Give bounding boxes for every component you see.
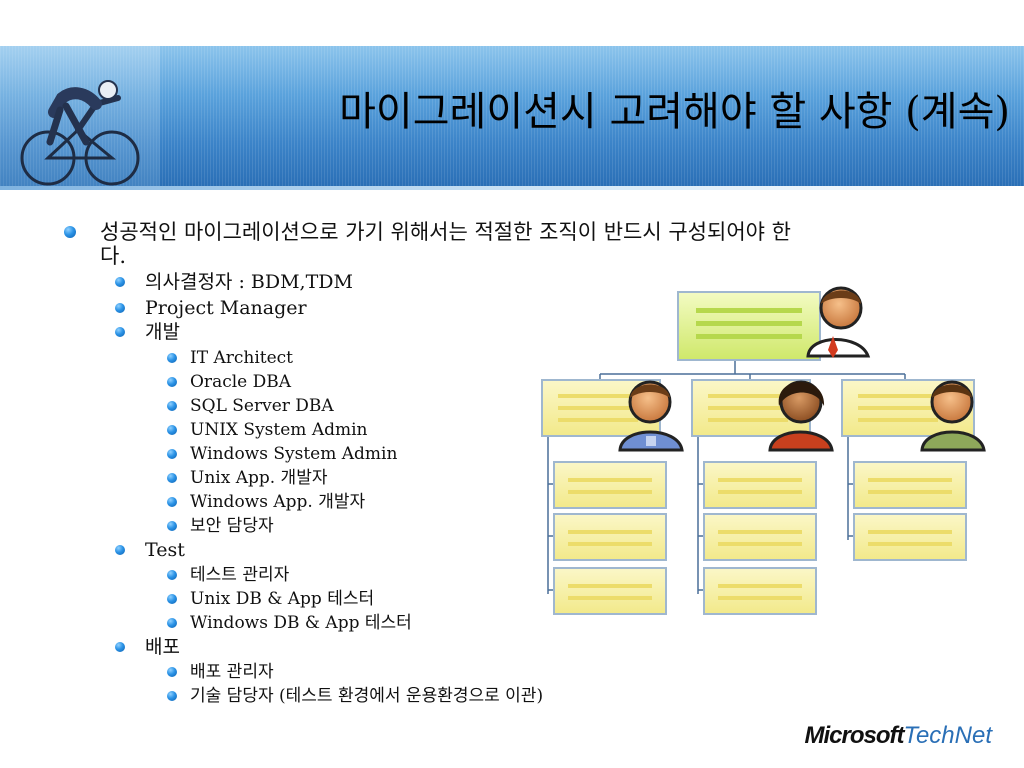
bullet-label: Windows DB & App 테스터	[190, 613, 412, 633]
bullet-test: Test	[115, 538, 185, 562]
bullet-icon	[167, 618, 177, 628]
bullet-icon	[167, 401, 177, 411]
bullet-label: Project Manager	[145, 297, 307, 319]
bullet-icon	[115, 303, 125, 313]
bullet-icon	[64, 226, 76, 238]
bullet-icon	[167, 594, 177, 604]
bullet-label: IT Architect	[190, 348, 294, 368]
bullet-icon	[167, 570, 177, 580]
bullet-label: 테스트 관리자	[190, 565, 290, 585]
bullet-dev-item: Oracle DBA	[167, 370, 292, 394]
header-banner: 마이그레이션시 고려해야 할 사항 (계속)	[0, 46, 1024, 186]
person-icon-green	[920, 380, 986, 452]
org-connectors	[547, 360, 906, 594]
bullet-label: Oracle DBA	[190, 372, 292, 392]
bullet-icon	[167, 497, 177, 507]
bullet-dev-item: SQL Server DBA	[167, 394, 334, 418]
bullet-icon	[115, 277, 125, 287]
bullet-dev-item: 보안 담당자	[167, 514, 274, 538]
bullet-icon	[167, 691, 177, 701]
bullet-decision-makers: 의사결정자 : BDM,TDM	[115, 270, 353, 294]
bullet-dev-item: UNIX System Admin	[167, 418, 368, 442]
bullet-icon	[115, 327, 125, 337]
bullet-deploy-item: 기술 담당자 (테스트 환경에서 운용환경으로 이관)	[167, 684, 544, 708]
person-icon-blue	[618, 380, 684, 452]
person-icon-manager	[806, 286, 871, 358]
bullet-project-manager: Project Manager	[115, 296, 307, 320]
slide-title: 마이그레이션시 고려해야 할 사항 (계속)	[339, 89, 1010, 135]
bullet-deploy: 배포	[115, 635, 180, 659]
bullet-icon	[167, 353, 177, 363]
bullet-label: Unix App. 개발자	[190, 468, 328, 488]
bullet-icon	[167, 667, 177, 677]
bullet-label: 개발	[145, 321, 180, 343]
bullet-icon	[115, 642, 125, 652]
bullet-label: 배포	[145, 636, 180, 658]
bullet-icon	[167, 425, 177, 435]
org-box-level3	[553, 461, 967, 615]
bullet-label: Windows System Admin	[190, 444, 398, 464]
bullet-icon	[167, 377, 177, 387]
bullet-dev-item: Windows App. 개발자	[167, 490, 366, 514]
bullet-icon	[167, 521, 177, 531]
bullet-label: SQL Server DBA	[190, 396, 334, 416]
bullet-dev-item: Unix App. 개발자	[167, 466, 328, 490]
banner-divider	[0, 186, 1024, 190]
bullet-main-line2: 다.	[100, 244, 126, 268]
bullet-development: 개발	[115, 320, 180, 344]
cyclist-image	[0, 46, 160, 186]
bullet-dev-item: Windows System Admin	[167, 442, 398, 466]
bullet-icon	[167, 473, 177, 483]
bullet-label: Unix DB & App 테스터	[190, 589, 375, 609]
bullet-main-line1: 성공적인 마이그레이션으로 가기 위해서는 적절한 조직이 반드시 구성되어야 …	[100, 220, 791, 244]
bullet-label: 의사결정자 : BDM,TDM	[145, 271, 353, 293]
bullet-label: 기술 담당자 (테스트 환경에서 운용환경으로 이관)	[190, 686, 544, 706]
bullet-label: Windows App. 개발자	[190, 492, 366, 512]
bullet-label: Test	[145, 539, 185, 561]
bullet-label: 배포 관리자	[190, 662, 274, 682]
logo-microsoft: Microsoft	[804, 722, 905, 749]
logo-technet: TechNet	[903, 722, 993, 749]
org-chart-illustration	[541, 286, 986, 615]
bullet-icon	[167, 449, 177, 459]
bullet-deploy-item: 배포 관리자	[167, 660, 274, 684]
bullet-test-item: 테스트 관리자	[167, 563, 290, 587]
person-icon-red	[768, 380, 834, 452]
bullet-test-item: Windows DB & App 테스터	[167, 611, 412, 635]
bullet-icon	[115, 545, 125, 555]
bullet-test-item: Unix DB & App 테스터	[167, 587, 375, 611]
bullet-main: 성공적인 마이그레이션으로 가기 위해서는 적절한 조직이 반드시 구성되어야 …	[64, 220, 791, 244]
org-box-top	[677, 291, 821, 361]
bullet-label: UNIX System Admin	[190, 420, 368, 440]
microsoft-technet-logo: MicrosoftTechNet	[805, 722, 993, 756]
bullet-main-continued: 다.	[100, 244, 126, 268]
bullet-dev-item: IT Architect	[167, 346, 294, 370]
bullet-label: 보안 담당자	[190, 516, 274, 536]
